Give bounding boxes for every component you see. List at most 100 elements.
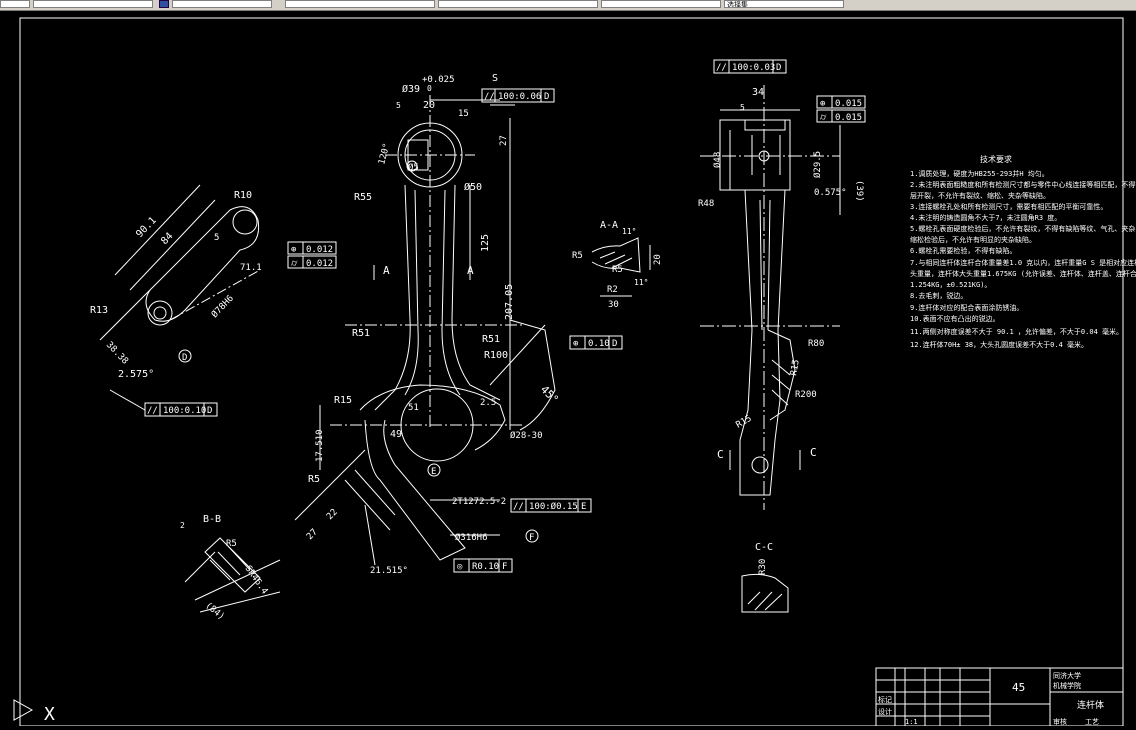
layer-icon[interactable]	[159, 0, 169, 8]
cap-hole-2-inner	[153, 306, 167, 320]
label-f: F	[529, 533, 534, 543]
leader-2515	[364, 504, 376, 566]
bb-hatch	[209, 545, 251, 581]
fcf-4-val: 0.10	[588, 339, 610, 349]
title-block-text: 45 同济大学 机械学院 连杆体 标记 设计 审核 工艺 1:1	[878, 671, 1104, 726]
plotstyle-combo[interactable]: 选择集	[724, 0, 844, 8]
dim-27	[294, 449, 366, 521]
side-d295: Ø29.5	[812, 151, 823, 178]
fcf-2	[287, 241, 337, 255]
dim-thread: 2T1272.5-2	[452, 497, 506, 507]
cap-hole-2	[147, 300, 173, 326]
notes-title: 技术要求	[980, 154, 1012, 164]
side-ang: 0.575°	[814, 188, 847, 198]
note-line-11: 1.254KG，±0.521KG)。	[910, 281, 991, 289]
tb-bottom-b: 工艺	[1085, 718, 1099, 726]
drawing-svg[interactable]: Ø39 +0.025 0 S 20 5 15 27 120° Ø5 R55 Ø5…	[0, 11, 1136, 727]
toolbar-combo-2[interactable]	[33, 0, 153, 8]
side-big-end	[767, 329, 796, 421]
dim-tol: +0.025	[422, 75, 455, 85]
leader-45	[489, 324, 546, 386]
fcf-6-val: 100:Ø0.15	[529, 501, 578, 512]
side-r15b: R15	[735, 414, 754, 431]
aa-r5c: R5	[612, 265, 623, 275]
side-view	[700, 85, 841, 510]
cc-hatch	[747, 591, 783, 611]
aa-profile	[591, 237, 641, 273]
side-shank-inner	[759, 199, 771, 331]
bb-line-3	[199, 591, 281, 613]
side-hatch	[771, 359, 791, 406]
bb-line-2	[194, 559, 281, 601]
dim-d22: 22	[325, 507, 340, 522]
dim-d25: 2.5	[480, 398, 496, 408]
aa-d20: 20	[653, 254, 663, 265]
aa-ang11b: 11°	[634, 278, 648, 287]
dim-r51b: R51	[482, 334, 500, 345]
aa-r5b: R5	[572, 251, 583, 261]
technical-notes: 技术要求 1.调质处理，硬度为HB255-293并H 均匀。 2.未注明表面粗糙…	[910, 154, 1136, 349]
bb-title: B-B	[203, 514, 221, 525]
toolbar-combo-3[interactable]	[172, 0, 272, 8]
side-r80: R80	[808, 339, 824, 349]
dim-d1751: 17.510	[315, 429, 325, 462]
label-e: E	[431, 467, 436, 477]
note-line-13: 9.连杆体对应的配合表面涂防锈油。	[910, 303, 1023, 312]
tb-part-name: 连杆体	[1077, 699, 1104, 711]
dim-d39: Ø39	[402, 83, 420, 95]
lineweight-combo[interactable]	[438, 0, 598, 8]
section-aa	[591, 237, 651, 297]
shank-inner-right	[441, 189, 461, 396]
shank-left	[374, 184, 411, 411]
side-d5: 5	[740, 103, 745, 112]
fcf-1-datum: D	[544, 92, 549, 102]
bb-line-1	[184, 551, 216, 583]
fcf-10	[816, 109, 866, 123]
side-r15: R15	[789, 359, 802, 377]
section-cc	[741, 573, 789, 613]
color-combo[interactable]	[601, 0, 721, 8]
fcf-10-sym: ⌭	[820, 113, 827, 123]
toolbar-combo-1[interactable]	[0, 0, 30, 8]
aa-r2: R2	[607, 285, 618, 295]
note-line-10: 头重量，连杆体大头重量1.675KG (允许误差、连杆体、连杆盖、连杆合体)	[910, 269, 1136, 278]
fcf-3-sym: ⌭	[291, 259, 298, 269]
fcf-3	[287, 255, 337, 269]
cap-leader	[109, 389, 146, 411]
cc-title: C-C	[755, 542, 773, 553]
aa-title: A-A	[600, 220, 618, 231]
fcf-2-val: 0.012	[306, 245, 333, 255]
dim-d207: 207.05	[504, 284, 515, 320]
dim-d125: 125	[480, 234, 491, 252]
fcf-9	[816, 95, 866, 109]
note-line-1: 1.调质处理，硬度为HB255-293并H 均匀。	[910, 169, 1049, 178]
bb-r5: R5	[226, 539, 237, 549]
top-toolbar: 选择集	[0, 0, 1136, 11]
linetype-combo[interactable]	[285, 0, 435, 8]
cap-ang2575: 2.575°	[118, 369, 154, 380]
cap-dim-90	[114, 184, 201, 276]
sec-a-left: A	[383, 264, 390, 277]
side-d39: (39)	[854, 180, 864, 202]
cap-hole-1	[232, 209, 258, 235]
fcf-5	[144, 402, 218, 417]
section-bb	[184, 537, 281, 613]
fcf-5-datum: D	[207, 406, 212, 416]
dim-s: S	[492, 73, 498, 84]
front-view	[294, 95, 556, 566]
bb-body	[204, 537, 261, 593]
aa-hatch	[599, 251, 633, 269]
aa-d30: 30	[608, 300, 619, 310]
fcf-1	[481, 88, 555, 103]
cap-body	[145, 206, 260, 322]
dim-d51: 51	[408, 403, 419, 413]
tb-row1: 标记	[878, 695, 892, 704]
dim-ang120: 120°	[377, 142, 392, 166]
fcf-9-sym: ⊕	[820, 99, 825, 109]
fcf-5-sym: //	[147, 406, 158, 416]
tb-sheet: 1:1	[905, 718, 918, 726]
dim-r5: R5	[308, 474, 320, 485]
side-shank	[739, 189, 786, 496]
drawing-canvas[interactable]: Ø39 +0.025 0 S 20 5 15 27 120° Ø5 R55 Ø5…	[0, 11, 1136, 727]
tb-row2: 设计	[878, 707, 892, 716]
